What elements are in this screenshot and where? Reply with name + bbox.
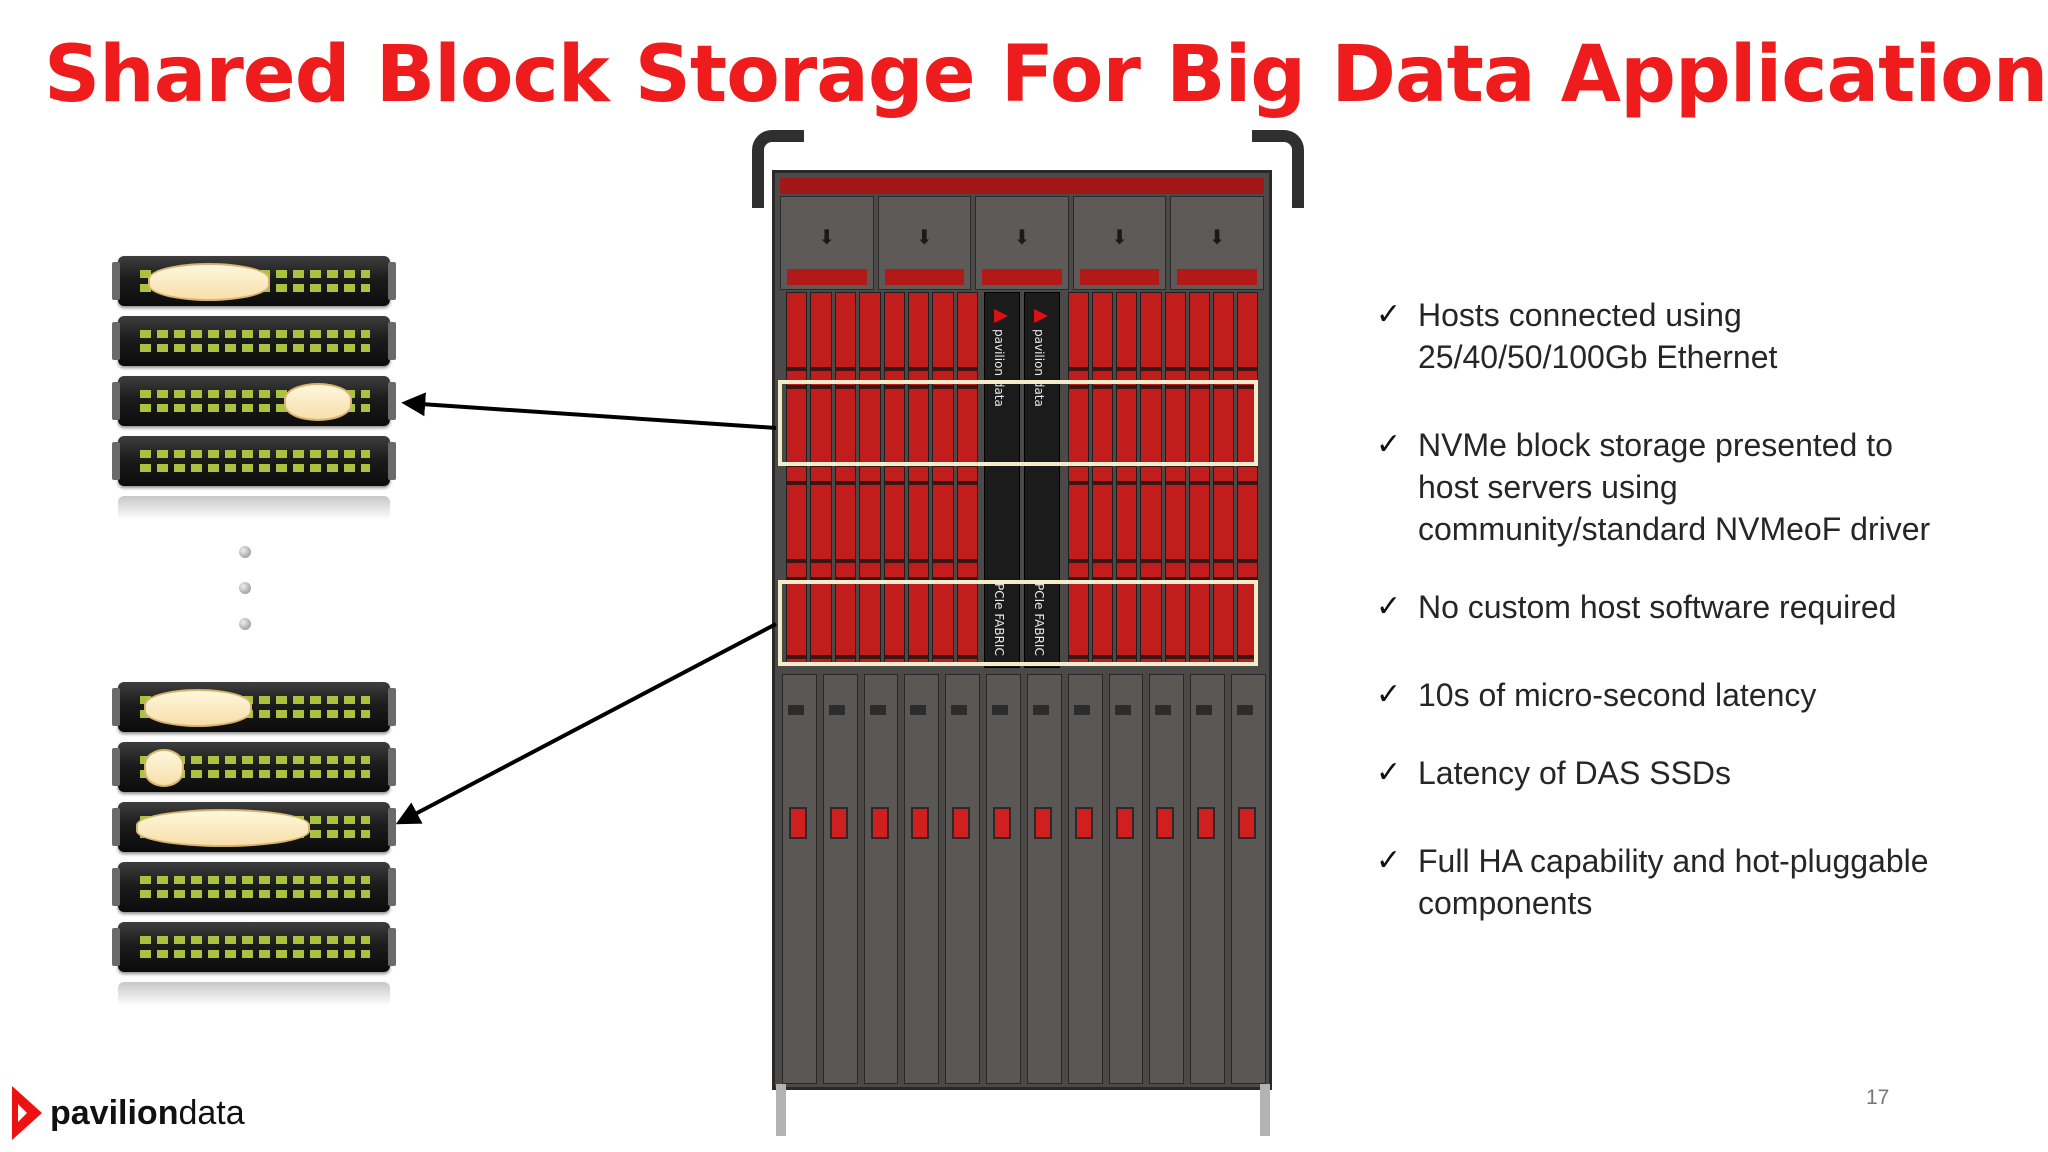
fan-module: ⬇ xyxy=(877,196,972,290)
ellipsis-dots-icon xyxy=(239,546,251,654)
chassis-handle xyxy=(752,130,804,208)
server-unit xyxy=(112,682,396,732)
down-arrow-icon: ⬇ xyxy=(1013,225,1031,249)
controller-brand: pavilion data xyxy=(1032,329,1046,407)
feature-item: ✓ Latency of DAS SSDs xyxy=(1376,752,1731,794)
ssd-bay-right xyxy=(1068,292,1258,664)
fan-module: ⬇ xyxy=(1170,196,1264,290)
check-icon: ✓ xyxy=(1376,590,1402,623)
check-icon: ✓ xyxy=(1376,678,1402,711)
server-unit xyxy=(112,802,396,852)
feature-text: No custom host software required xyxy=(1418,589,1897,625)
fan-module: ⬇ xyxy=(1072,196,1167,290)
feature-text: Full HA capability and hot-pluggable com… xyxy=(1418,843,1929,921)
chassis-top-rail xyxy=(780,178,1264,194)
highlight-box-upper xyxy=(778,380,1258,466)
check-icon: ✓ xyxy=(1376,298,1402,331)
server-unit xyxy=(112,862,396,912)
arrow-to-top-stack xyxy=(401,392,777,430)
feature-text: Latency of DAS SSDs xyxy=(1418,755,1732,791)
volume-icon xyxy=(284,383,352,421)
network-card-slots xyxy=(782,674,1266,1084)
highlight-box-lower xyxy=(778,580,1258,666)
down-arrow-icon: ⬇ xyxy=(1111,225,1128,249)
feature-item: ✓ NVMe block storage presented to host s… xyxy=(1376,424,1930,550)
pavilion-logo-icon xyxy=(1034,309,1048,323)
pavilion-logo-icon xyxy=(994,309,1008,323)
volume-icon xyxy=(144,749,184,787)
company-logo: paviliondata xyxy=(12,1086,245,1140)
volume-icon xyxy=(144,689,252,727)
check-icon: ✓ xyxy=(1376,844,1402,877)
page-number: 17 xyxy=(1866,1086,1890,1109)
logo-wordmark: paviliondata xyxy=(50,1093,245,1132)
chassis-handle xyxy=(1252,130,1304,208)
feature-item: ✓ Full HA capability and hot-pluggable c… xyxy=(1376,840,1929,924)
check-icon: ✓ xyxy=(1376,428,1402,461)
server-unit xyxy=(112,436,396,486)
server-unit xyxy=(112,376,396,426)
feature-text: 10s of micro-second latency xyxy=(1418,677,1817,713)
feature-text: NVMe block storage presented to host ser… xyxy=(1418,427,1931,547)
server-unit xyxy=(112,742,396,792)
server-unit xyxy=(112,922,396,972)
server-stack-top xyxy=(112,256,396,520)
controller-label: PCIe FABRIC xyxy=(992,583,1006,656)
controller-module: pavilion data PCIe FABRIC xyxy=(984,292,1020,668)
chassis-rail xyxy=(1260,1084,1270,1136)
fan-module: ⬇ xyxy=(975,196,1069,290)
chassis-rail xyxy=(776,1084,786,1136)
controller-brand: pavilion data xyxy=(992,329,1006,407)
feature-item: ✓ Hosts connected using 25/40/50/100Gb E… xyxy=(1376,294,1777,378)
server-unit xyxy=(112,316,396,366)
volume-icon xyxy=(136,809,310,847)
slide-title: Shared Block Storage For Big Data Applic… xyxy=(44,30,2048,120)
ssd-bay-left xyxy=(786,292,978,664)
controller-label: PCIe FABRIC xyxy=(1032,583,1046,656)
down-arrow-icon: ⬇ xyxy=(1208,225,1226,249)
fan-modules: ⬇ ⬇ ⬇ ⬇ ⬇ xyxy=(780,196,1264,290)
feature-item: ✓ No custom host software required xyxy=(1376,586,1896,628)
down-arrow-icon: ⬇ xyxy=(818,225,836,249)
server-stack-bottom xyxy=(112,682,396,1006)
server-unit xyxy=(112,256,396,306)
pavilion-logo-icon xyxy=(12,1086,42,1140)
fan-module: ⬇ xyxy=(780,196,874,290)
volume-icon xyxy=(148,263,270,301)
arrow-to-bottom-stack xyxy=(395,622,777,825)
feature-item: ✓ 10s of micro-second latency xyxy=(1376,674,1816,716)
down-arrow-icon: ⬇ xyxy=(916,225,933,249)
feature-text: Hosts connected using 25/40/50/100Gb Eth… xyxy=(1418,297,1778,375)
controller-module: pavilion data PCIe FABRIC xyxy=(1024,292,1060,668)
check-icon: ✓ xyxy=(1376,756,1402,789)
